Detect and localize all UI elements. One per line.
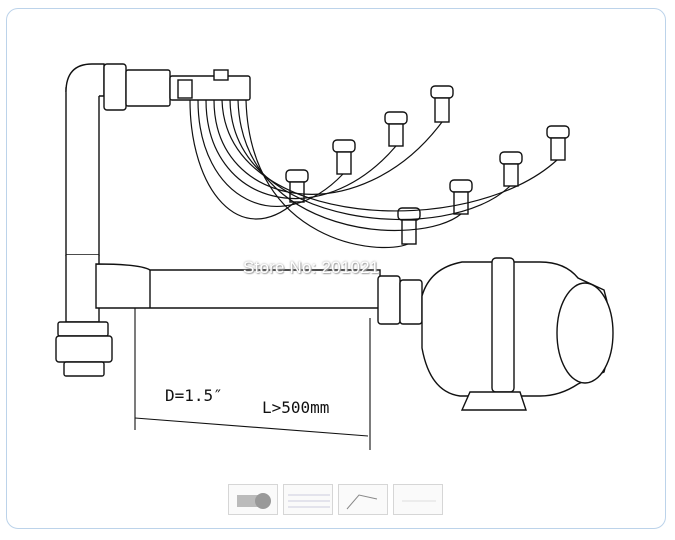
union-nut — [55, 335, 113, 363]
dimension-lines — [134, 308, 371, 450]
diameter-label: D=1.5″ — [165, 386, 223, 405]
blower-strap — [491, 257, 515, 393]
store-watermark: Store No: 201021 — [243, 258, 380, 277]
blower-motor-cap — [556, 282, 614, 384]
air-hoses — [189, 99, 558, 249]
air-nozzles — [285, 85, 570, 245]
manifold-valve — [177, 79, 193, 99]
blower-foot — [460, 391, 527, 411]
vertical-pipe — [65, 87, 100, 256]
union-tail — [63, 361, 105, 377]
thumbnail-blower-photo[interactable] — [228, 484, 278, 515]
union-nut-top — [57, 321, 109, 337]
thumbnail-diagram[interactable] — [338, 484, 388, 515]
pipe-elbow — [65, 63, 105, 97]
length-label: L>500mm — [262, 398, 330, 417]
thumbnail-blank[interactable] — [393, 484, 443, 515]
thumbnail-strip — [228, 484, 443, 515]
blower-inlet-nut — [399, 279, 423, 325]
thumbnail-table[interactable] — [283, 484, 333, 515]
vertical-pipe-lower — [65, 255, 100, 323]
manifold-clip — [213, 69, 229, 81]
top-pipe — [125, 69, 171, 107]
blower-inlet-coupling — [377, 275, 401, 325]
top-coupler — [103, 63, 127, 111]
